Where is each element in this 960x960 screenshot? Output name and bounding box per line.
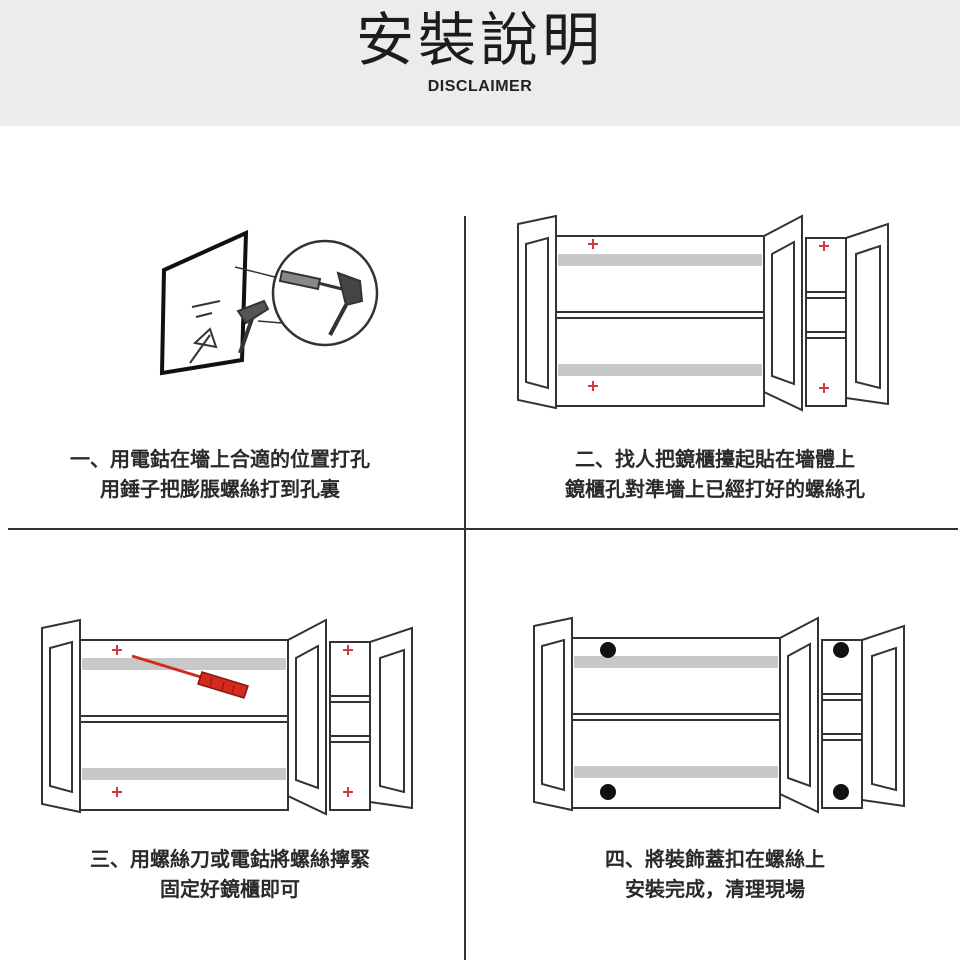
- horizontal-divider: [8, 528, 958, 530]
- page-title: 安裝說明: [355, 6, 604, 74]
- step1-line1: 一、用電鈷在墻上合適的位置打孔: [70, 447, 370, 471]
- rail-bottom: [558, 364, 762, 376]
- step4-line1: 四、將裝飾蓋扣在螺絲上: [605, 847, 825, 871]
- step3-line1: 三、用螺絲刀或電鈷將螺絲擰緊: [90, 847, 370, 871]
- step1-illustration: [150, 225, 400, 425]
- plus-marker: [588, 239, 829, 393]
- vertical-divider: [464, 216, 466, 960]
- step4-illustration: [528, 614, 913, 818]
- step3-caption: 三、用螺絲刀或電鈷將螺絲擰緊 固定好鏡櫃即可: [0, 844, 460, 904]
- decorative-cap: [600, 642, 849, 800]
- wall-outline: [159, 229, 249, 376]
- header-banner: 安裝說明 DISCLAIMER: [0, 0, 960, 126]
- step2-line2: 鏡櫃孔對準墻上已經打好的螺絲孔: [565, 477, 865, 501]
- rail-top: [558, 254, 762, 266]
- page-subtitle: DISCLAIMER: [427, 78, 533, 95]
- step2-caption: 二、找人把鏡櫃擡起貼在墻體上 鏡櫃孔對準墻上已經打好的螺絲孔: [480, 444, 950, 504]
- screwdriver-icon: [131, 654, 249, 699]
- zoom-circle: [271, 239, 379, 347]
- step1-line2: 用錘子把膨脹螺絲打到孔裏: [100, 477, 340, 501]
- step2-line1: 二、找人把鏡櫃擡起貼在墻體上: [575, 447, 855, 471]
- anchor-screw: [189, 300, 221, 364]
- hammer-icon: [236, 299, 270, 354]
- step2-illustration: [512, 212, 897, 416]
- left-door: [517, 214, 557, 410]
- step4-caption: 四、將裝飾蓋扣在螺絲上 安裝完成，清理現場: [480, 844, 950, 904]
- step3-line2: 固定好鏡櫃即可: [160, 877, 300, 901]
- step1-caption: 一、用電鈷在墻上合適的位置打孔 用錘子把膨脹螺絲打到孔裏: [0, 444, 440, 504]
- step3-illustration: [36, 616, 421, 820]
- step4-line2: 安裝完成，清理現場: [625, 877, 805, 901]
- plus-marker: [112, 645, 353, 797]
